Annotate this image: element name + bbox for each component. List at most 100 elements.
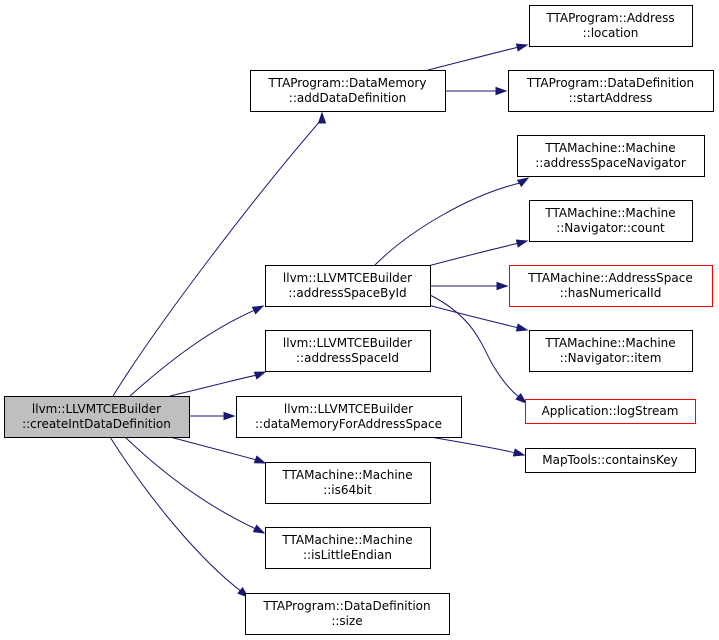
arrowhead xyxy=(515,239,529,248)
node-label-line: ::startAddress xyxy=(569,91,653,105)
node-box xyxy=(509,265,713,307)
node-box xyxy=(265,462,431,504)
node-label-line: ::size xyxy=(331,614,362,628)
graph-node-n11[interactable]: llvm::LLVMTCEBuilder::dataMemoryForAddre… xyxy=(236,396,462,438)
node-label-line: TTAProgram::DataDefinition xyxy=(526,76,694,90)
node-label-line: TTAMachine::Machine xyxy=(281,468,412,482)
node-box xyxy=(236,396,462,438)
edges-layer xyxy=(109,43,530,598)
arrowhead xyxy=(251,305,265,315)
node-label-line: ::addressSpaceId xyxy=(296,351,399,365)
arrowhead xyxy=(223,411,236,421)
edge-line xyxy=(429,436,517,454)
node-box xyxy=(265,330,431,372)
node-box xyxy=(529,200,693,242)
node-box xyxy=(525,399,696,424)
node-box xyxy=(529,5,693,47)
node-label-line: ::Navigator::item xyxy=(560,351,662,365)
edge-n0-to-n13 xyxy=(169,436,267,464)
arrowhead xyxy=(496,281,509,291)
edge-n4-to-n6 xyxy=(427,239,529,267)
graph-node-n5[interactable]: TTAMachine::Machine::addressSpaceNavigat… xyxy=(517,135,705,177)
node-label-line: ::Navigator::count xyxy=(556,221,665,235)
graph-node-n7[interactable]: TTAMachine::AddressSpace::hasNumericalId xyxy=(509,265,713,307)
node-label-line: ::addDataDefinition xyxy=(289,91,406,105)
edge-line xyxy=(169,436,258,461)
edge-line xyxy=(112,118,323,397)
edge-n0-to-n14 xyxy=(124,436,266,534)
graph-node-n14[interactable]: TTAMachine::Machine::isLittleEndian xyxy=(265,527,431,569)
node-label-line: TTAMachine::AddressSpace xyxy=(527,271,692,285)
node-box xyxy=(508,70,714,112)
node-label-line: TTAProgram::DataMemory xyxy=(268,76,427,90)
node-label-line: ::isLittleEndian xyxy=(303,548,392,562)
arrowhead xyxy=(515,323,529,332)
node-label-line: TTAMachine::Machine xyxy=(544,336,675,350)
node-box xyxy=(517,135,705,177)
edge-n4-to-n7 xyxy=(430,281,509,291)
edge-line xyxy=(427,304,520,329)
edge-line xyxy=(427,242,520,267)
graph-node-n8[interactable]: TTAMachine::Machine::Navigator::item xyxy=(529,330,693,372)
node-box xyxy=(4,396,190,438)
edge-line xyxy=(124,436,257,530)
graph-node-n3[interactable]: TTAProgram::DataDefinition::startAddress xyxy=(508,70,714,112)
node-box xyxy=(529,330,693,372)
node-label-line: ::is64bit xyxy=(323,483,372,497)
graph-node-n15[interactable]: TTAProgram::DataDefinition::size xyxy=(245,593,450,635)
graph-node-n9[interactable]: Application::logStream xyxy=(525,399,696,424)
edge-line xyxy=(109,436,243,593)
edge-line xyxy=(427,46,520,71)
arrowhead xyxy=(253,371,267,380)
node-label-line: TTAProgram::DataDefinition xyxy=(262,599,430,613)
edge-n0-to-n1 xyxy=(112,111,327,397)
node-label-line: TTAMachine::Machine xyxy=(281,533,412,547)
edge-n4-to-n9 xyxy=(429,294,528,404)
node-label-line: llvm::LLVMTCEBuilder xyxy=(283,336,412,350)
graph-node-n10[interactable]: llvm::LLVMTCEBuilder::addressSpaceId xyxy=(265,330,431,372)
graph-node-n6[interactable]: TTAMachine::Machine::Navigator::count xyxy=(529,200,693,242)
node-label-line: ::addressSpaceById xyxy=(288,286,406,300)
arrowhead xyxy=(253,455,267,464)
node-label-line: ::createIntDataDefinition xyxy=(22,417,171,431)
node-box xyxy=(250,70,446,112)
arrowhead xyxy=(516,177,530,188)
edge-line xyxy=(169,374,258,397)
graph-node-n12[interactable]: MapTools::containsKey xyxy=(525,448,696,473)
edge-line xyxy=(429,294,520,398)
edge-n11-to-n12 xyxy=(429,436,526,457)
root-node-n0[interactable]: llvm::LLVMTCEBuilder::createIntDataDefin… xyxy=(4,396,190,438)
nodes-layer: llvm::LLVMTCEBuilder::createIntDataDefin… xyxy=(4,5,714,635)
node-label-line: ::addressSpaceNavigator xyxy=(535,156,686,170)
arrowhead xyxy=(515,392,528,404)
node-box xyxy=(265,527,431,569)
graph-node-n13[interactable]: TTAMachine::Machine::is64bit xyxy=(265,462,431,504)
graph-node-n1[interactable]: TTAProgram::DataMemory::addDataDefinitio… xyxy=(250,70,446,112)
node-box xyxy=(245,593,450,635)
edge-n0-to-n11 xyxy=(189,411,236,421)
edge-n1-to-n2 xyxy=(427,43,529,71)
edge-line xyxy=(374,182,521,266)
node-label-line: Application::logStream xyxy=(542,404,679,418)
node-label-line: llvm::LLVMTCEBuilder xyxy=(32,402,161,416)
node-label-line: TTAMachine::Machine xyxy=(544,141,675,155)
node-label-line: MapTools::containsKey xyxy=(542,453,678,467)
edge-n0-to-n10 xyxy=(169,371,267,397)
node-label-line: ::dataMemoryForAddressSpace xyxy=(255,417,442,431)
node-label-line: ::hasNumericalId xyxy=(560,286,662,300)
arrowhead xyxy=(512,448,526,457)
node-label-line: TTAProgram::Address xyxy=(545,11,674,25)
node-box xyxy=(265,265,431,307)
edge-n4-to-n5 xyxy=(374,177,530,266)
edge-n0-to-n15 xyxy=(109,436,250,598)
arrowhead xyxy=(252,524,266,534)
node-label-line: ::location xyxy=(583,26,639,40)
edge-n1-to-n3 xyxy=(445,86,508,96)
node-label-line: TTAMachine::Machine xyxy=(544,206,675,220)
node-label-line: llvm::LLVMTCEBuilder xyxy=(284,402,413,416)
node-box xyxy=(525,448,696,473)
graph-node-n2[interactable]: TTAProgram::Address::location xyxy=(529,5,693,47)
graph-node-n4[interactable]: llvm::LLVMTCEBuilder::addressSpaceById xyxy=(265,265,431,307)
